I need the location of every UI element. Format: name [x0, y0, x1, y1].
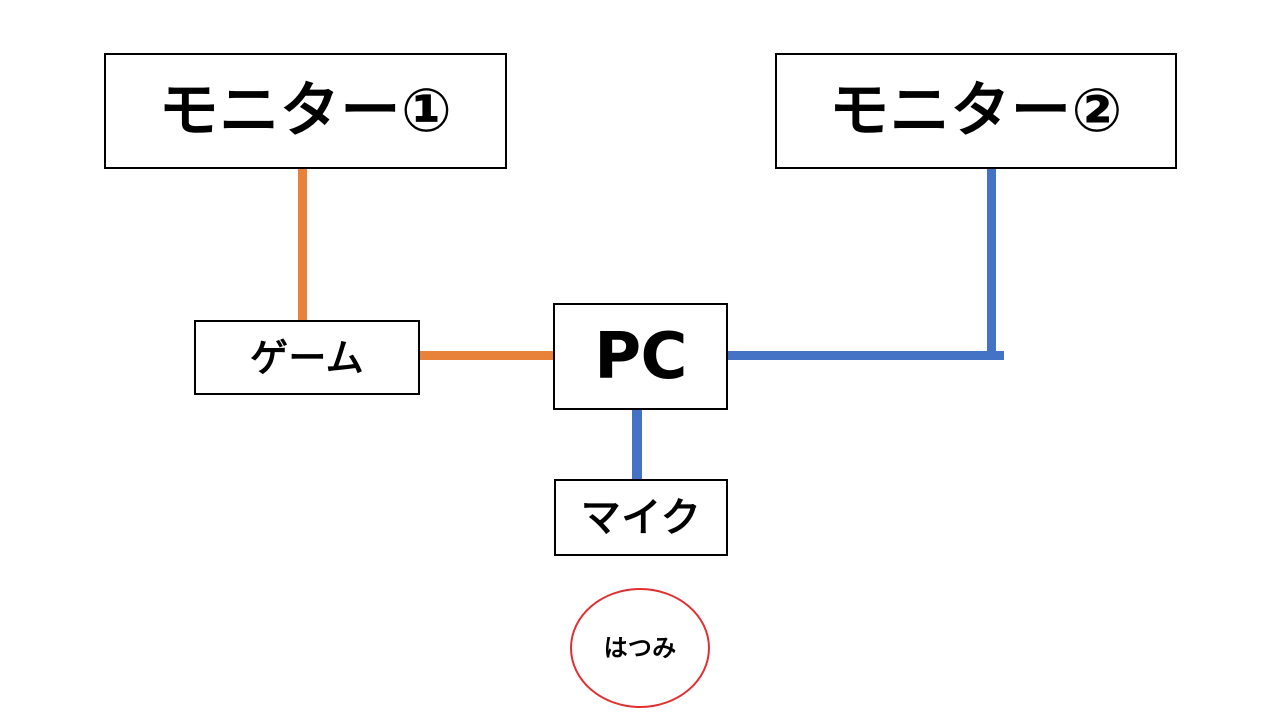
node-mic-label: マイク: [580, 494, 702, 541]
node-signature-label: はつみ: [603, 634, 677, 662]
node-game-label: ゲーム: [249, 335, 364, 380]
node-game[interactable]: ゲーム: [194, 320, 420, 395]
node-monitor1[interactable]: モニター①: [104, 53, 507, 169]
node-pc-label: PC: [594, 319, 687, 394]
connector-pc-to-mic: [632, 408, 642, 482]
node-monitor1-label: モニター①: [158, 76, 453, 146]
node-monitor2[interactable]: モニター②: [775, 53, 1177, 169]
connector-pc-to-monitor2-horizontal-segment: [726, 351, 1004, 360]
node-monitor2-label: モニター②: [829, 76, 1123, 146]
node-pc[interactable]: PC: [553, 303, 728, 410]
connector-monitor1-to-game: [298, 168, 307, 322]
connector-pc-to-monitor2-vertical-segment: [987, 168, 996, 360]
node-mic[interactable]: マイク: [554, 479, 728, 556]
node-signature-circle[interactable]: はつみ: [570, 588, 710, 708]
connector-game-to-pc: [418, 351, 556, 360]
